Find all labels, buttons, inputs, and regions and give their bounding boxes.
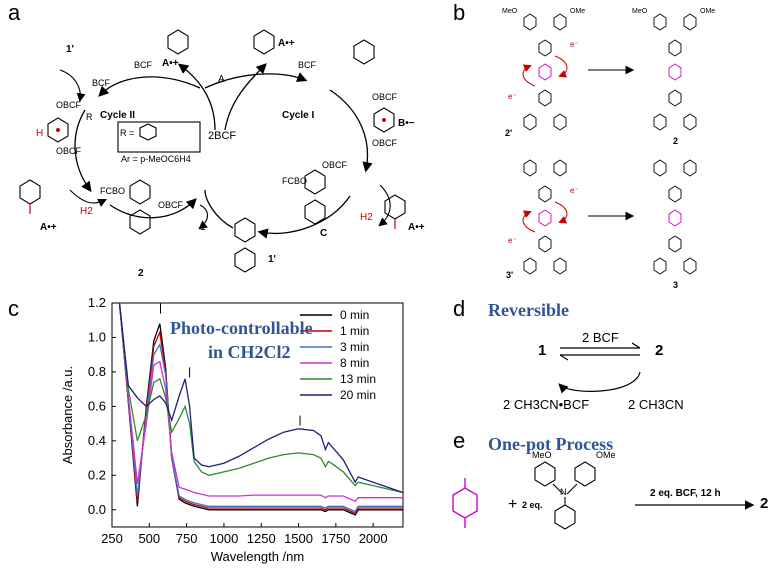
fcbo-left: FCBO bbox=[100, 186, 126, 196]
b-meo-2: MeO bbox=[632, 8, 648, 15]
legend-r-label: R = bbox=[120, 128, 135, 138]
series-line-4 bbox=[118, 302, 404, 494]
reversible-right: 2 bbox=[655, 342, 664, 359]
series-line-0 bbox=[118, 302, 403, 516]
x-tick-label: 250 bbox=[101, 531, 123, 546]
reversible-bottom-left: 2 CH3CN•BCF bbox=[503, 397, 590, 412]
b-label-2: 2 bbox=[673, 136, 679, 146]
obcf-c: OBCF bbox=[322, 160, 348, 170]
panel-letter-c: c bbox=[8, 296, 19, 321]
bcf-left: BCF bbox=[92, 78, 110, 88]
panel-letter-b: b bbox=[453, 0, 466, 25]
series-line-5 bbox=[118, 302, 404, 494]
series-line-3 bbox=[118, 302, 403, 502]
reversible-top-arrow: 2 BCF bbox=[582, 330, 619, 345]
a-radical-bottom-right: A•+ bbox=[408, 222, 425, 233]
b-label-2prime: 2' bbox=[505, 128, 513, 138]
x-tick-label: 500 bbox=[138, 531, 160, 546]
b-e-4: e⁻ bbox=[508, 236, 517, 245]
center-bcf-label: 2BCF bbox=[208, 130, 237, 142]
reversible-bottom-right: 2 CH3CN bbox=[628, 397, 684, 412]
b-e-3: e⁻ bbox=[570, 186, 579, 195]
a-radical-bottom-left: A•+ bbox=[40, 222, 57, 233]
one-pot-conditions: 2 eq. BCF, 12 h bbox=[650, 488, 721, 499]
y-tick-label: 0.0 bbox=[88, 502, 106, 517]
x-tick-label: 750 bbox=[176, 531, 198, 546]
x-axis-label: Wavelength /nm bbox=[211, 549, 304, 564]
one-pot-plus: + bbox=[508, 496, 518, 513]
one-label: 1 bbox=[200, 222, 206, 233]
x-tick-label: 2000 bbox=[359, 531, 388, 546]
r-left: R bbox=[86, 112, 93, 122]
legend-entry-5: 20 min bbox=[340, 388, 376, 402]
plot-frame bbox=[111, 302, 404, 528]
compound-1prime-left: 1' bbox=[66, 44, 74, 55]
panel-a-scheme bbox=[19, 29, 406, 273]
c-label: C bbox=[320, 228, 328, 239]
panel-letter-d: d bbox=[453, 296, 466, 321]
a-radical-left: A•+ bbox=[162, 58, 179, 69]
one-pot-eq: 2 eq. bbox=[522, 500, 543, 510]
b-ome-2: OMe bbox=[700, 8, 716, 15]
h2-right: H2 bbox=[360, 212, 373, 223]
y-tick-label: 0.6 bbox=[88, 398, 106, 413]
h2-left: H2 bbox=[80, 206, 93, 217]
cycle-two-label: Cycle II bbox=[100, 110, 136, 121]
fcbo-c: FCBO bbox=[282, 176, 308, 186]
y-axis-label: Absorbance /a.u. bbox=[60, 366, 75, 464]
b-label-3: 3 bbox=[673, 280, 679, 290]
legend-ar-label: Ar = p-MeOC6H4 bbox=[121, 154, 191, 164]
legend-entry-0: 0 min bbox=[340, 308, 369, 322]
obcf-right-top: OBCF bbox=[372, 92, 398, 102]
panel-letter-e: e bbox=[453, 428, 466, 453]
a-radical-right: A•+ bbox=[278, 38, 295, 49]
bcf-radical-right: BCF bbox=[298, 60, 316, 70]
b-radical-label: B•− bbox=[398, 118, 415, 129]
series-line-1 bbox=[118, 302, 403, 515]
obcf-left-bottom: OBCF bbox=[56, 146, 82, 156]
one-pot-title: One-pot Process bbox=[488, 434, 614, 454]
chart-annotation-line1: Photo-controllable bbox=[170, 318, 313, 338]
one-pot-product: 2 bbox=[760, 495, 769, 512]
obcf-2: OBCF bbox=[158, 200, 184, 210]
y-tick-label: 0.8 bbox=[88, 364, 106, 379]
legend-entry-3: 8 min bbox=[340, 356, 369, 370]
b-label-3prime: 3' bbox=[506, 270, 514, 280]
x-tick-label: 1500 bbox=[284, 531, 313, 546]
compound-1prime-bottom: 1' bbox=[268, 254, 276, 265]
b-ome-1: OMe bbox=[570, 8, 586, 15]
one-pot-ome: OMe bbox=[596, 450, 616, 460]
bcf-radical-left: BCF bbox=[134, 60, 152, 70]
chart-annotation-line2: in CH2Cl2 bbox=[208, 342, 291, 362]
a-label: A bbox=[218, 74, 225, 85]
series-line-2 bbox=[118, 302, 403, 513]
x-tick-label: 1000 bbox=[209, 531, 238, 546]
n-atom: N bbox=[560, 487, 567, 497]
b-e-2: e⁻ bbox=[508, 92, 517, 101]
obcf-left-top: OBCF bbox=[56, 100, 82, 110]
reversible-title: Reversible bbox=[488, 300, 569, 320]
panel-b-structures bbox=[522, 13, 697, 275]
legend-entry-2: 3 min bbox=[340, 340, 369, 354]
one-pot-meo: MeO bbox=[532, 450, 552, 460]
h-left: H bbox=[36, 128, 44, 139]
compound-2-label: 2 bbox=[138, 268, 144, 279]
y-tick-label: 0.2 bbox=[88, 467, 106, 482]
y-tick-label: 0.4 bbox=[88, 433, 106, 448]
cycle-one-label: Cycle I bbox=[282, 110, 315, 121]
legend-entry-4: 13 min bbox=[340, 372, 376, 386]
x-tick-label: 1250 bbox=[247, 531, 276, 546]
panel-letter-a: a bbox=[8, 0, 21, 25]
x-tick-label: 1750 bbox=[321, 531, 350, 546]
legend-entry-1: 1 min bbox=[340, 324, 369, 338]
y-tick-label: 1.0 bbox=[88, 329, 106, 344]
b-e-1: e⁻ bbox=[570, 40, 579, 49]
reversible-left: 1 bbox=[538, 342, 547, 359]
b-meo-1: MeO bbox=[502, 8, 518, 15]
obcf-right-bottom: OBCF bbox=[372, 138, 398, 148]
y-tick-label: 1.2 bbox=[88, 295, 106, 310]
